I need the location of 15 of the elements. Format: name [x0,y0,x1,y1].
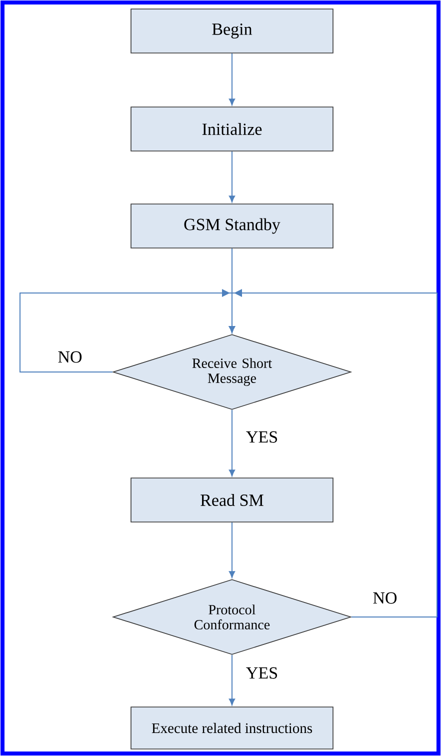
process-box: Execute related instructions [130,706,334,750]
arrow [228,409,236,476]
arrow [228,150,236,202]
arrow [228,522,236,578]
edge-label: NO [372,591,398,605]
process-box: Read SM [130,478,334,522]
process-box: Initialize [130,106,334,152]
arrow [228,289,438,618]
edge-label: YES [244,666,280,680]
arrow [228,654,236,706]
edge-label: YES [244,430,280,444]
edge-label: NO [56,350,84,364]
arrow [228,52,236,106]
process-box: GSM Standby [130,204,334,248]
process-box: Begin [130,8,334,54]
